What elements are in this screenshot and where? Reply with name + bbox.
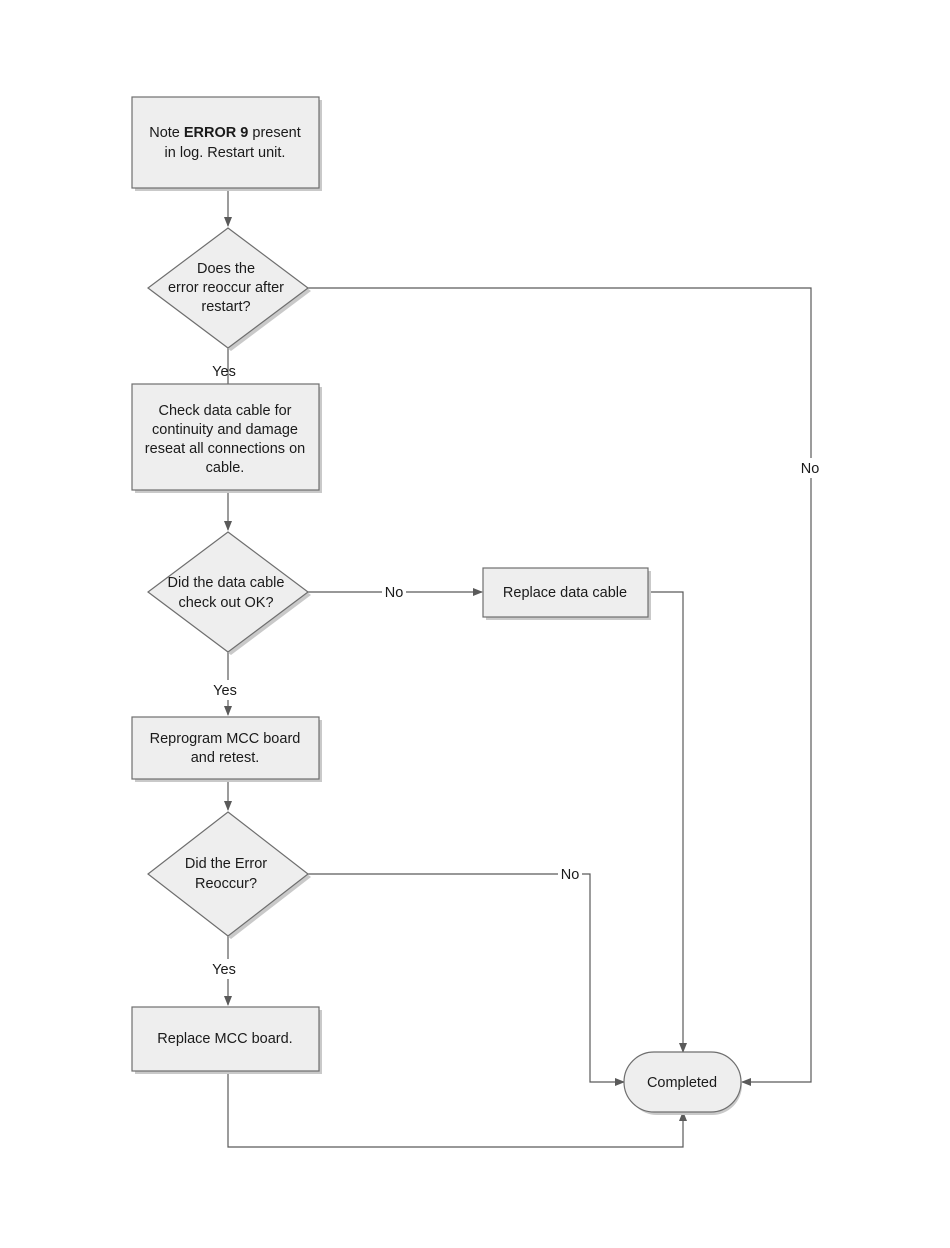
decision-error-reoccur: Did the Error Reoccur? bbox=[147, 811, 311, 939]
reprogram-line-2: and retest. bbox=[191, 750, 260, 766]
edge-error-no bbox=[308, 873, 625, 1086]
replace-cable-label: Replace data cable bbox=[503, 585, 627, 601]
decision-cable-ok-line-1: Did the data cable bbox=[168, 575, 285, 591]
check-cable-line-3: reseat all connections on bbox=[145, 441, 305, 457]
replace-board-label: Replace MCC board. bbox=[157, 1031, 292, 1047]
replace-cable-box: Replace data cable bbox=[482, 567, 651, 620]
start-process-box: Note ERROR 9 present in log. Restart uni… bbox=[131, 96, 322, 191]
reprogram-line-1: Reprogram MCC board bbox=[150, 731, 301, 747]
start-line-1: Note ERROR 9 present bbox=[149, 125, 301, 141]
decision-reoccur-line-3: restart? bbox=[201, 299, 250, 315]
label-reoccur-no: No bbox=[801, 461, 820, 477]
reprogram-box: Reprogram MCC board and retest. bbox=[131, 716, 322, 782]
label-reoccur-yes: Yes bbox=[212, 364, 236, 380]
completed-terminator: Completed bbox=[623, 1051, 742, 1115]
edge-replace-board-to-completed bbox=[227, 1071, 687, 1148]
check-cable-box: Check data cable for continuity and dama… bbox=[131, 383, 322, 493]
connectors bbox=[224, 188, 812, 1148]
decision-cable-ok-line-2: check out OK? bbox=[178, 595, 273, 611]
decision-error-line-2: Reoccur? bbox=[195, 876, 257, 892]
check-cable-line-1: Check data cable for bbox=[159, 403, 292, 419]
decision-cable-ok: Did the data cable check out OK? bbox=[147, 531, 311, 655]
label-cable-no: No bbox=[385, 585, 404, 601]
decision-reoccur-line-2: error reoccur after bbox=[168, 280, 284, 296]
decision-reoccur: Does the error reoccur after restart? bbox=[147, 227, 311, 351]
label-cable-yes: Yes bbox=[213, 683, 237, 699]
decision-reoccur-line-1: Does the bbox=[197, 261, 255, 277]
edge-replace-cable-to-completed bbox=[648, 591, 687, 1053]
label-error-yes: Yes bbox=[212, 962, 236, 978]
check-cable-line-4: cable. bbox=[206, 460, 245, 476]
start-line-2: in log. Restart unit. bbox=[165, 145, 286, 161]
completed-label: Completed bbox=[647, 1075, 717, 1091]
edge-reoccur-no bbox=[308, 287, 812, 1086]
edge-labels: Yes No No Yes No Yes bbox=[207, 364, 822, 979]
label-error-no: No bbox=[561, 867, 580, 883]
replace-board-box: Replace MCC board. bbox=[131, 1006, 322, 1074]
check-cable-line-2: continuity and damage bbox=[152, 422, 298, 438]
decision-error-line-1: Did the Error bbox=[185, 856, 267, 872]
